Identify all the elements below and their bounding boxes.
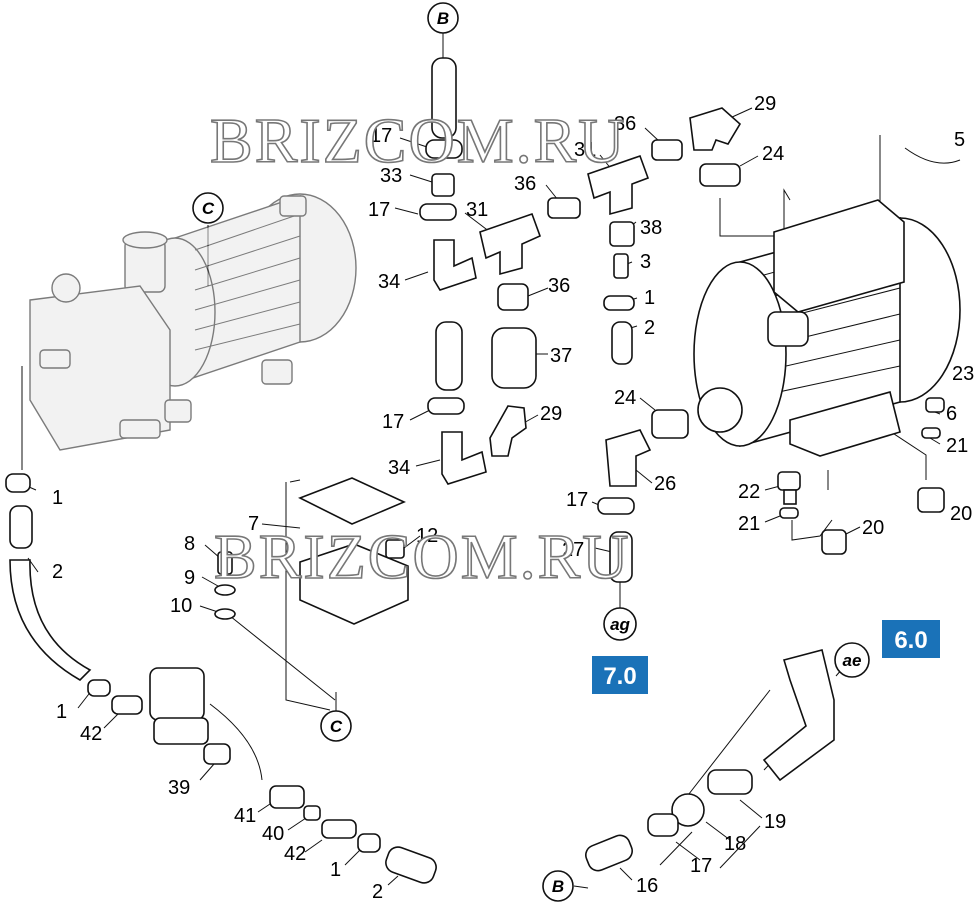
svg-text:ae: ae	[843, 651, 862, 670]
part-number: 21	[946, 435, 968, 457]
part-number: 1	[52, 487, 63, 509]
part-number: 19	[764, 811, 786, 833]
part-number: 1	[330, 859, 341, 881]
part-number: 17	[370, 125, 392, 147]
part-number: 36	[614, 113, 636, 135]
part-number: 9	[184, 567, 195, 589]
part-number: 21	[738, 513, 760, 535]
part-number: 34	[388, 457, 410, 479]
part-number: 5	[954, 129, 965, 151]
part-number: 2	[372, 881, 383, 903]
part-number: 31	[574, 139, 596, 161]
part-number: 22	[738, 481, 760, 503]
solenoid-valve-group	[5, 473, 437, 884]
svg-text:B: B	[437, 9, 449, 28]
part-number: 17	[368, 199, 390, 221]
part-number: 2	[52, 561, 63, 583]
svg-text:C: C	[330, 717, 343, 736]
svg-text:ag: ag	[610, 615, 630, 634]
part-number: 2	[644, 317, 655, 339]
section-badge-7-0: 7.0	[592, 656, 648, 694]
fittings-group	[419, 57, 742, 583]
part-number: 41	[234, 805, 256, 827]
watermarks: BRIZCOM.RU BRIZCOM.RU	[209, 104, 631, 593]
part-number: 40	[262, 823, 284, 845]
part-number: 23	[952, 363, 974, 385]
part-number: 17	[566, 489, 588, 511]
outlet-group	[585, 649, 835, 872]
part-number: 39	[168, 777, 190, 799]
part-number: 18	[724, 833, 746, 855]
ref-b-bottom: B	[542, 870, 574, 902]
part-numbers: 5 29 24 36 31 17 33 36 17 31 38 3 34 36 …	[52, 93, 974, 903]
part-number: 17	[382, 411, 404, 433]
part-number: 31	[466, 199, 488, 221]
part-number: 8	[184, 533, 195, 555]
part-number: 42	[80, 723, 102, 745]
ref-c-pump: C	[192, 192, 224, 224]
part-number: 38	[640, 217, 662, 239]
part-number: 36	[514, 173, 536, 195]
part-number: 29	[754, 93, 776, 115]
ref-b-top: B	[427, 2, 459, 34]
ref-c-box: C	[320, 710, 352, 742]
watermark-top: BRIZCOM.RU	[210, 105, 627, 176]
reference-markers: B C C ag ae B	[192, 2, 870, 902]
part-number: 37	[550, 345, 572, 367]
part-number: 17	[690, 855, 712, 877]
svg-text:B: B	[552, 877, 564, 896]
junction-box	[214, 477, 409, 625]
part-number: 7	[248, 513, 259, 535]
part-number: 24	[614, 387, 636, 409]
ref-ae: ae	[834, 642, 870, 678]
part-number: 42	[284, 843, 306, 865]
part-number: 34	[378, 271, 400, 293]
svg-text:6.0: 6.0	[894, 627, 927, 654]
part-number: 6	[946, 403, 957, 425]
part-number: 10	[170, 595, 192, 617]
part-number: 33	[380, 165, 402, 187]
svg-text:7.0: 7.0	[603, 663, 636, 690]
high-pressure-pump	[29, 193, 357, 451]
electric-motor	[693, 199, 961, 555]
section-badge-6-0: 6.0	[882, 620, 940, 658]
part-number: 1	[644, 287, 655, 309]
part-number: 16	[636, 875, 658, 897]
part-number: 26	[654, 473, 676, 495]
part-number: 20	[862, 517, 884, 539]
part-number: 24	[762, 143, 784, 165]
part-number: 29	[540, 403, 562, 425]
watermark-middle: BRIZCOM.RU	[214, 521, 631, 592]
ref-ag: ag	[603, 607, 637, 641]
part-number: 1	[56, 701, 67, 723]
svg-text:C: C	[202, 199, 215, 218]
part-number: 27	[562, 539, 584, 561]
part-number: 36	[548, 275, 570, 297]
part-number: 3	[640, 251, 651, 273]
part-number: 20	[950, 503, 972, 525]
part-number: 12	[416, 525, 438, 547]
